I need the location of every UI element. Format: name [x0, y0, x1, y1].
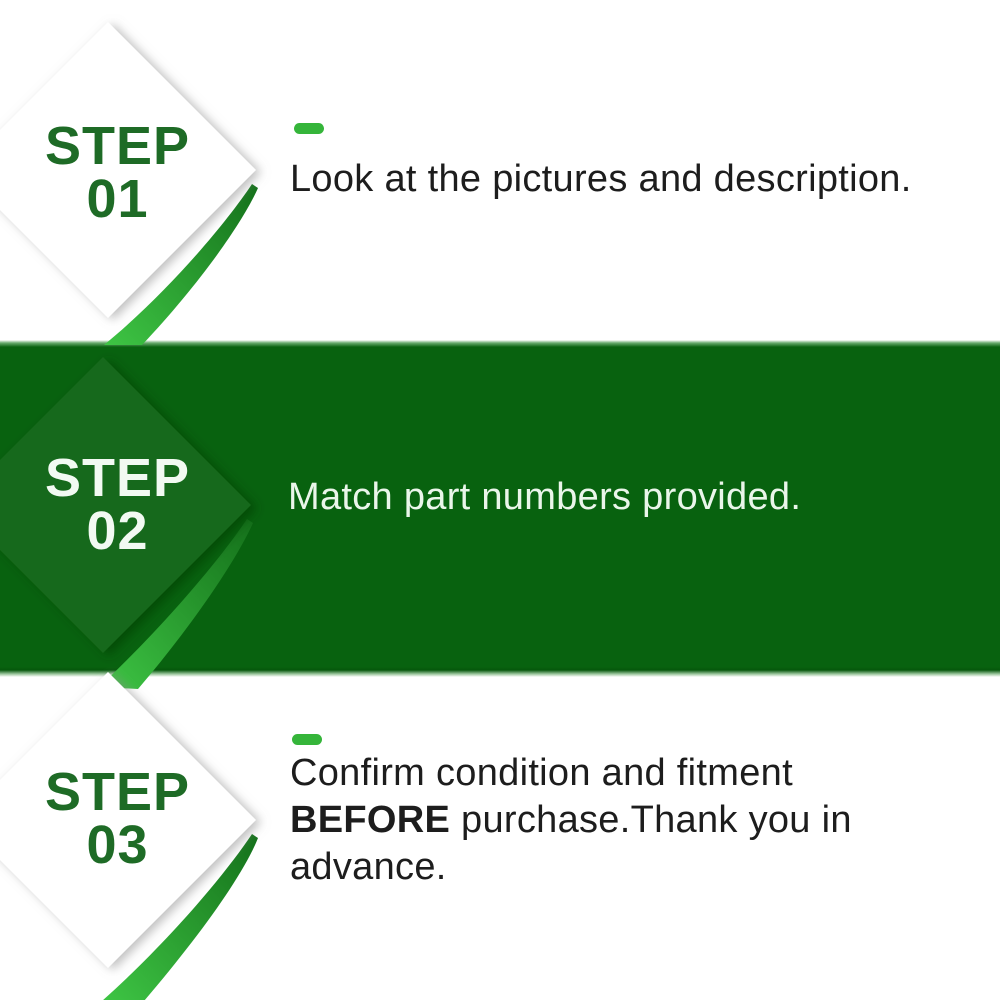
step3-label-word: STEP: [44, 762, 191, 822]
step3-description: Confirm condition and fitment BEFORE pur…: [290, 750, 920, 891]
step2-description: Match part numbers provided.: [288, 476, 802, 518]
step3-description-start: Confirm condition and fitment: [290, 752, 793, 794]
step1-dash-accent: [294, 123, 324, 134]
step2-label-number: 02: [86, 501, 149, 561]
step2-label-word: STEP: [44, 448, 191, 508]
step2-chevron-arrow: [0, 357, 251, 653]
step2-swoosh: [99, 519, 253, 689]
step3-dash-accent: [292, 734, 322, 745]
step1-label-number: 01: [86, 169, 149, 229]
step3-chevron-arrow: [0, 672, 256, 968]
step3-description-bold-word: BEFORE: [290, 799, 451, 841]
step1-label-word: STEP: [44, 116, 191, 176]
step1-label: STEP 01: [15, 116, 220, 229]
step1-chevron-arrow: [0, 22, 256, 318]
step1-swoosh: [104, 184, 258, 345]
step3-swoosh: [103, 834, 258, 1000]
step3-label: STEP 03: [15, 762, 220, 875]
step3-description-end: purchase.Thank you in advance.: [290, 799, 852, 888]
step2-label: STEP 02: [15, 448, 220, 561]
step3-label-number: 03: [86, 815, 149, 875]
step1-description: Look at the pictures and description.: [290, 158, 912, 200]
